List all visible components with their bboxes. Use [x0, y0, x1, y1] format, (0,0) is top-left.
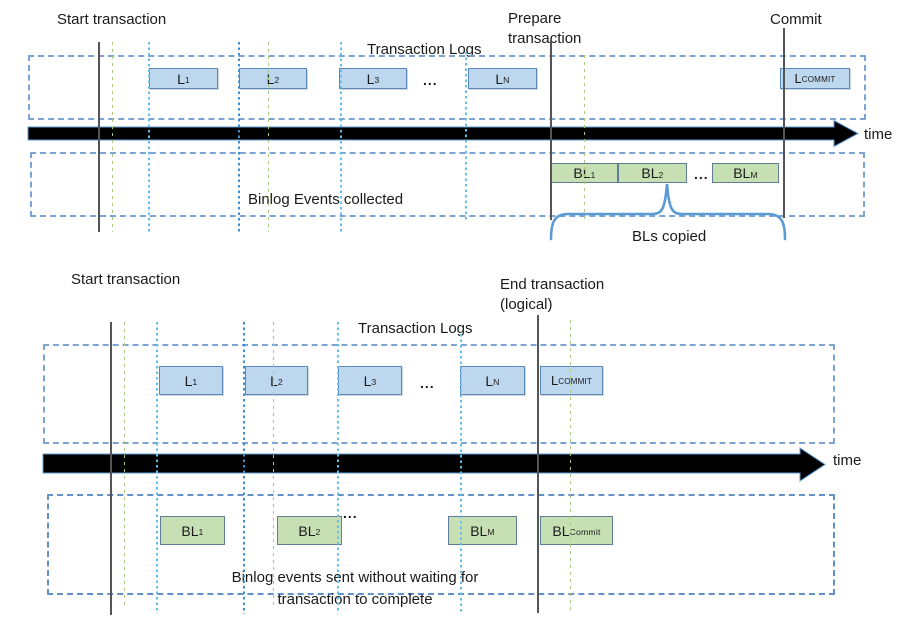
- box-label-sub: 1: [184, 75, 190, 86]
- box-label-sub: 3: [374, 75, 380, 86]
- top-start-marker-line: [98, 42, 100, 232]
- box-label-sub: M: [487, 527, 495, 538]
- bottom-blue-marker-line: [156, 322, 158, 614]
- box-label: L: [363, 372, 372, 389]
- bottom-green-marker-line: [124, 322, 126, 608]
- box-label-sub: 2: [277, 377, 283, 388]
- box-label: BL: [641, 165, 659, 181]
- box-label-sub: 3: [371, 377, 377, 388]
- top-green-marker-line: [268, 42, 270, 232]
- box-label: L: [266, 70, 275, 87]
- bottom-green-marker-line: [273, 322, 275, 608]
- bottom-log-ellipsis: ...: [420, 375, 435, 391]
- bottom-blue-marker-line: [460, 334, 462, 612]
- top-time-arrow: [27, 119, 860, 148]
- box-label-sub: COMMIT: [801, 75, 836, 85]
- box-label-sub: N: [503, 75, 510, 86]
- box-label-sub: 1: [192, 377, 198, 388]
- bottom-transaction-logs-title: Transaction Logs: [358, 320, 473, 337]
- bls-copied-brace: [549, 183, 787, 241]
- bottom-end-marker-line: [537, 315, 539, 613]
- binlog-caption-line1: Binlog events sent without waiting for: [231, 569, 479, 586]
- box-label: BL: [552, 522, 570, 539]
- bottom-binlog-caption: Binlog events sent without waiting for t…: [200, 567, 510, 611]
- box-label-sub: 1: [198, 527, 204, 538]
- box-label: BL: [573, 165, 591, 181]
- top-log-ellipsis: ...: [423, 72, 438, 88]
- box-label: L: [485, 372, 494, 389]
- bottom-blue-marker-line: [243, 322, 245, 614]
- box-label-sub: 1: [590, 169, 596, 180]
- box-label-sub: Commit: [569, 527, 601, 538]
- box-label: L: [177, 70, 185, 87]
- bottom-log-box-l2: L2: [245, 366, 308, 395]
- top-start-transaction-label: Start transaction: [57, 11, 167, 28]
- top-binlog-caption: Binlog Events collected: [248, 191, 404, 208]
- box-label: L: [184, 372, 193, 389]
- top-blue-marker-line: [340, 42, 342, 232]
- box-label: BL: [470, 522, 488, 539]
- bottom-binlog-ellipsis: ...: [343, 505, 358, 521]
- top-blue-marker-line: [238, 42, 240, 232]
- bottom-start-marker-line: [110, 322, 112, 615]
- top-green-marker-line: [584, 55, 586, 220]
- top-blue-marker-line: [148, 42, 150, 232]
- box-label: L: [366, 70, 375, 87]
- top-transaction-logs-box: [28, 55, 866, 120]
- bottom-end-transaction-label: End transaction (logical): [500, 275, 604, 315]
- bottom-start-transaction-label: Start transaction: [71, 271, 181, 288]
- end-transaction-line1: End transaction: [500, 276, 605, 293]
- top-commit-label: Commit: [770, 11, 822, 28]
- box-label-sub: COMMIT: [558, 377, 593, 387]
- bls-copied-caption: BLs copied: [632, 228, 707, 245]
- box-label: L: [550, 373, 559, 388]
- top-commit-marker-line: [783, 28, 785, 218]
- top-prepare-marker-line: [550, 40, 552, 220]
- box-label: BL: [298, 522, 316, 539]
- box-label-sub: 2: [658, 169, 664, 180]
- binlog-caption-line2: transaction to complete: [277, 591, 433, 608]
- box-label: L: [495, 70, 504, 87]
- top-time-label: time: [864, 126, 893, 143]
- box-label: BL: [733, 165, 751, 181]
- box-label-sub: 2: [315, 527, 321, 538]
- box-label: BL: [181, 522, 199, 539]
- top-transaction-logs-title: Transaction Logs: [367, 41, 482, 58]
- box-label-sub: M: [750, 169, 758, 180]
- top-green-marker-line: [112, 42, 114, 232]
- box-label-sub: N: [493, 377, 500, 388]
- box-label-sub: 2: [274, 75, 280, 86]
- bottom-time-arrow: [42, 447, 826, 482]
- top-binlog-events-box: [30, 152, 865, 217]
- end-transaction-line2: (logical): [500, 296, 553, 313]
- bottom-binlog-events-box: [47, 494, 835, 595]
- bottom-transaction-logs-box: [43, 344, 835, 444]
- bottom-blue-marker-line: [337, 322, 339, 614]
- top-prepare-transaction-label: Prepare transaction: [508, 10, 582, 47]
- bottom-green-marker-line: [570, 320, 572, 610]
- bottom-time-label: time: [833, 452, 862, 469]
- top-blue-marker-line: [465, 52, 467, 220]
- top-binlog-ellipsis: ...: [694, 166, 709, 182]
- box-label: L: [794, 71, 802, 86]
